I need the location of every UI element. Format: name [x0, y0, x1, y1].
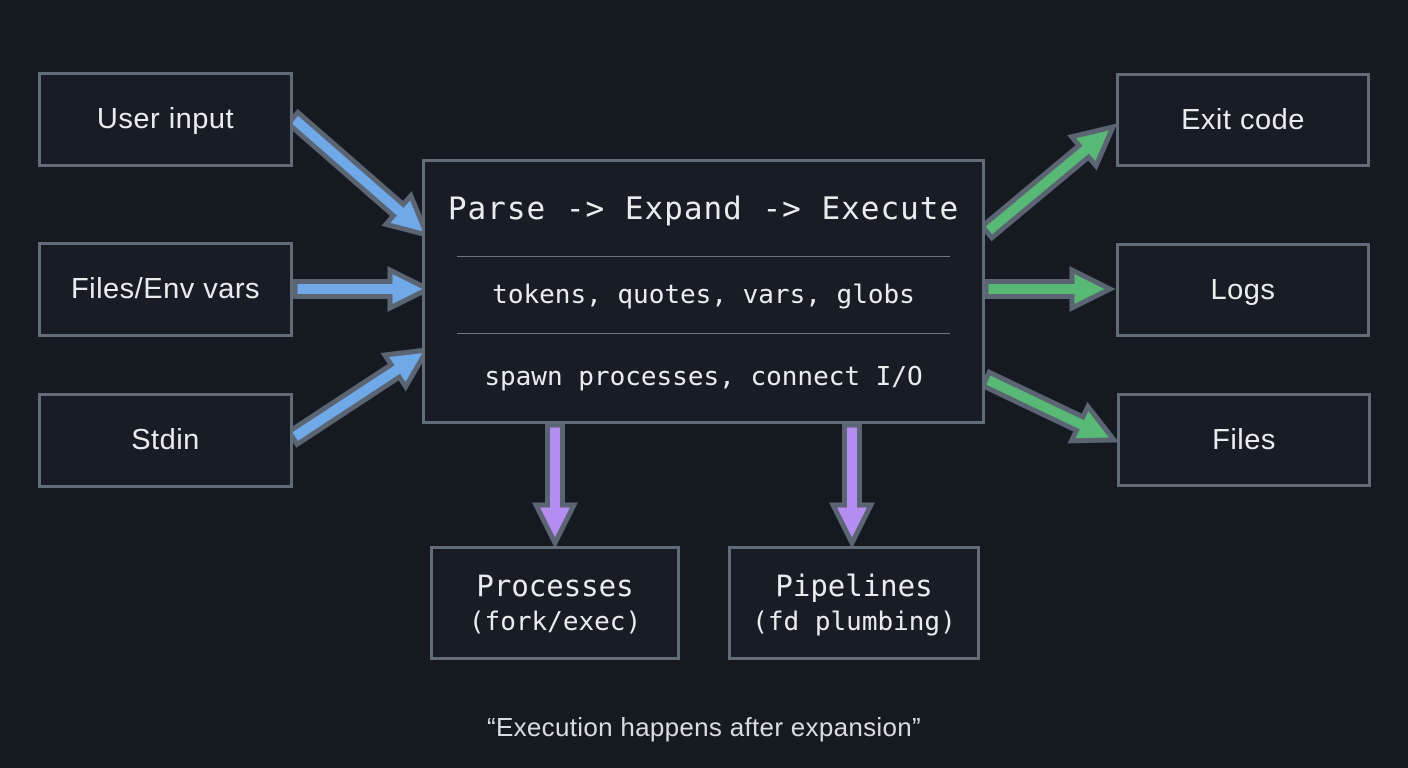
- center-title: Parse -> Expand -> Execute: [447, 191, 960, 228]
- node-exit-code: Exit code: [1116, 73, 1370, 167]
- node-processes: Processes (fork/exec): [430, 546, 680, 660]
- arrow-stdin-to-center: [285, 346, 432, 448]
- node-logs-label: Logs: [1210, 273, 1276, 306]
- node-exit-code-label: Exit code: [1181, 103, 1305, 136]
- node-parse-expand-execute: Parse -> Expand -> Execute tokens, quote…: [422, 159, 985, 424]
- arrow-center-to-logs: [983, 265, 1116, 313]
- node-pipelines-title: Pipelines: [775, 569, 933, 603]
- arrow-center-to-exit-code: [978, 123, 1118, 242]
- arrow-center-to-pipelines: [828, 422, 876, 549]
- arrow-center-to-processes: [531, 422, 579, 549]
- node-user-input-label: User input: [96, 103, 235, 135]
- node-files: Files: [1117, 393, 1371, 487]
- arrow-center-to-files: [979, 368, 1120, 444]
- node-processes-subtitle: (fork/exec): [468, 607, 642, 637]
- center-divider-bottom: [457, 332, 950, 334]
- node-processes-title: Processes: [476, 569, 634, 603]
- node-pipelines-subtitle: (fd plumbing): [752, 607, 956, 637]
- node-pipelines: Pipelines (fd plumbing): [728, 546, 980, 660]
- caption-quote: “Execution happens after expansion”: [487, 712, 921, 742]
- arrow-user-input-to-center: [284, 108, 432, 239]
- node-stdin-label: Stdin: [131, 424, 200, 456]
- center-expand-detail: tokens, quotes, vars, globs: [492, 279, 915, 310]
- node-stdin: Stdin: [38, 393, 293, 488]
- node-files-label: Files: [1212, 423, 1276, 456]
- node-logs: Logs: [1116, 243, 1370, 337]
- node-files-env-vars-label: Files/Env vars: [70, 273, 261, 305]
- node-user-input: User input: [38, 72, 293, 167]
- center-divider-top: [457, 256, 950, 258]
- center-execute-detail: spawn processes, connect I/O: [484, 362, 923, 393]
- node-files-env-vars: Files/Env vars: [38, 242, 293, 337]
- arrow-files-env-to-center: [292, 265, 434, 313]
